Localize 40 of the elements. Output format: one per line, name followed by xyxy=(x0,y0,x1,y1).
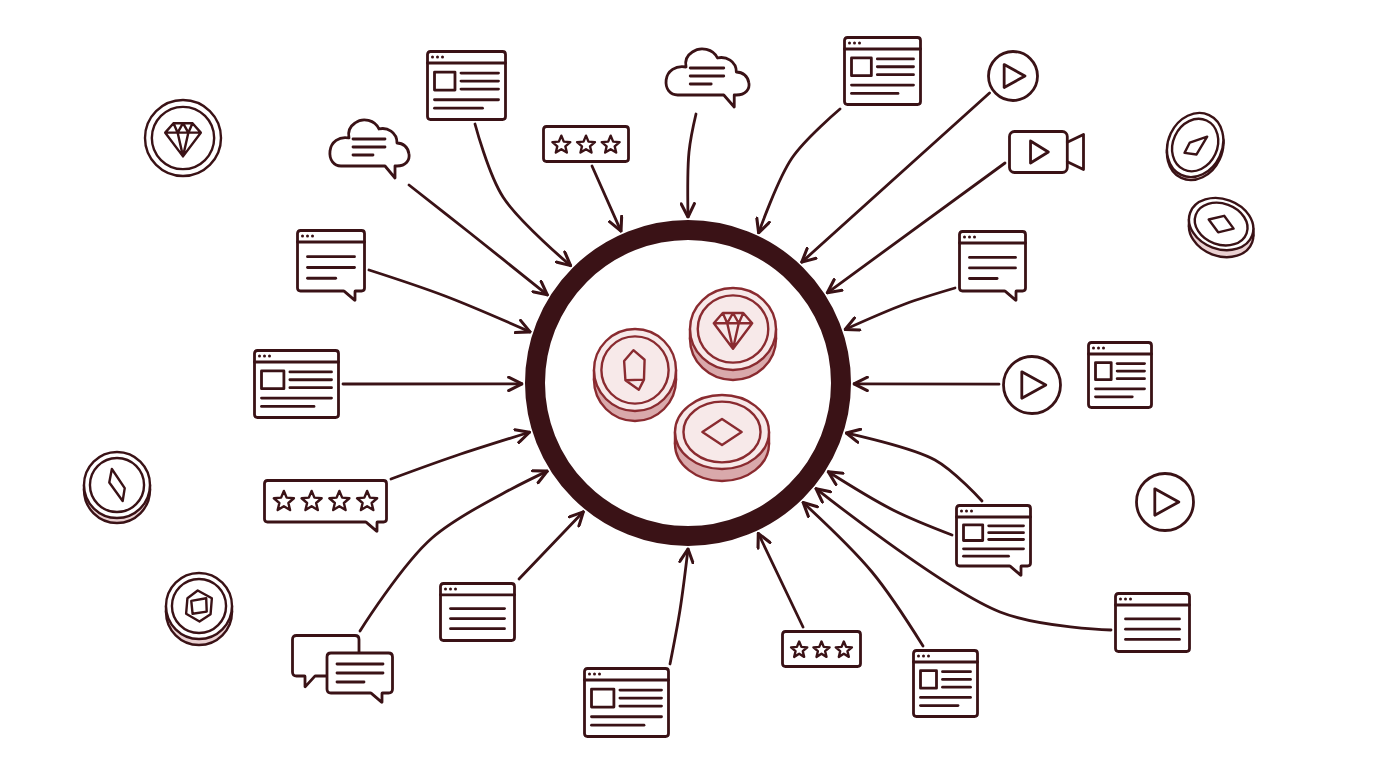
arrow xyxy=(825,161,1007,295)
browser-window-icon xyxy=(253,349,340,419)
arrow xyxy=(801,501,925,648)
star-rating-icon xyxy=(781,630,862,668)
browser-window-icon xyxy=(426,50,507,121)
play-button-icon xyxy=(1002,355,1062,415)
arrow xyxy=(517,510,585,581)
arrow xyxy=(756,531,805,629)
browser-message-icon xyxy=(296,229,366,302)
arrow xyxy=(389,428,531,481)
arrow xyxy=(814,487,1113,632)
arrow xyxy=(473,122,573,268)
browser-window-icon xyxy=(1114,592,1191,653)
arrow xyxy=(843,286,957,332)
arrow xyxy=(755,107,842,235)
play-button-icon xyxy=(987,50,1039,102)
arrow xyxy=(407,183,549,297)
arrow xyxy=(826,470,954,537)
browser-window-icon xyxy=(1087,341,1153,409)
video-camera-icon xyxy=(1008,130,1085,174)
arrow xyxy=(341,375,524,393)
arrow xyxy=(367,268,532,335)
arrow xyxy=(590,164,624,233)
browser-message-icon xyxy=(955,504,1032,577)
browser-message-icon xyxy=(958,230,1027,302)
arrow xyxy=(844,427,984,503)
star-rating-icon xyxy=(542,125,630,163)
star-rating-icon xyxy=(263,479,388,533)
browser-window-icon xyxy=(439,582,516,642)
play-button-icon xyxy=(1135,472,1195,532)
arrow xyxy=(358,469,549,633)
browser-window-icon xyxy=(912,649,979,718)
arrow xyxy=(668,547,695,666)
browser-window-icon xyxy=(843,36,922,106)
circle-ring xyxy=(525,220,851,546)
arrow xyxy=(800,91,991,264)
arrow xyxy=(852,375,1001,393)
arrow xyxy=(679,112,698,219)
browser-window-icon xyxy=(583,667,670,738)
chat-bubbles-icon xyxy=(291,634,394,704)
